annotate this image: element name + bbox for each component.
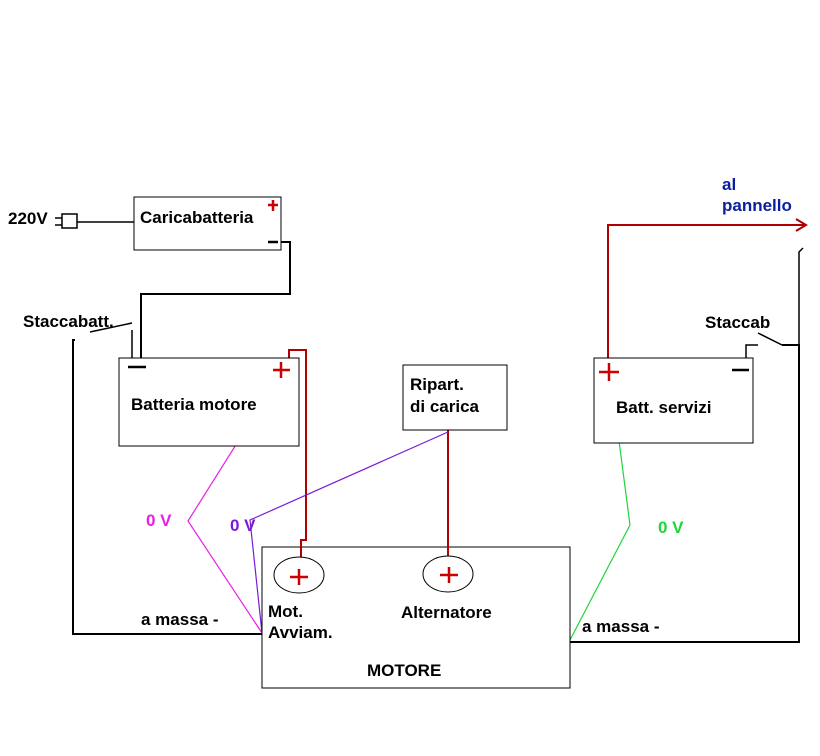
charger-box: [133, 196, 282, 251]
panel-label-1: al: [722, 175, 737, 194]
right-switch-label: Staccab: [705, 313, 771, 332]
zero-volt-green-label: 0 V: [658, 518, 684, 537]
plus-terminal-icon: [599, 363, 619, 381]
service-to-panel-wire: [607, 224, 805, 370]
charger-to-battery-wire: [140, 241, 291, 358]
battery-motor-box: [118, 357, 300, 447]
ripartitore-box: [402, 364, 508, 431]
purple-ref-wire: [249, 431, 449, 634]
switch-icon: [757, 332, 783, 346]
panel-label-2: pannello: [722, 196, 792, 215]
left-switch-label: Staccabatt.: [23, 312, 114, 331]
plus-terminal-icon: [290, 569, 308, 585]
right-ground-up-wire: [798, 247, 804, 345]
zero-volt-magenta-label: 0 V: [146, 511, 172, 530]
battery-services-label: Batt. servizi: [616, 398, 712, 417]
plus-terminal-icon: [440, 567, 458, 583]
switch-icon: [89, 322, 133, 333]
ripartitore-label-2: di carica: [410, 397, 479, 416]
starter-label-1: Mot.: [268, 602, 303, 621]
mains-voltage-label: 220V: [8, 209, 48, 228]
plus-terminal-icon: [273, 362, 290, 378]
plug-icon: [55, 213, 78, 229]
motor-label: MOTORE: [367, 661, 442, 680]
ripartitore-label-1: Ripart.: [410, 375, 464, 394]
right-ground-wire: [570, 344, 800, 643]
charger-label: Caricabatteria: [140, 208, 254, 227]
right-switch-stub: [745, 344, 758, 358]
ground-left-label: a massa -: [141, 610, 219, 629]
left-ground-return-wire: [72, 339, 263, 635]
starter-label-2: Avviam.: [268, 623, 333, 642]
battery-services-box: [593, 357, 754, 444]
zero-volt-purple-label: 0 V: [230, 516, 256, 535]
ground-right-label: a massa -: [582, 617, 660, 636]
arrow-right-icon: [795, 218, 808, 232]
battery-motor-label: Batteria motore: [131, 395, 257, 414]
plus-terminal-icon: [268, 200, 278, 211]
alternator-label: Alternatore: [401, 603, 492, 622]
